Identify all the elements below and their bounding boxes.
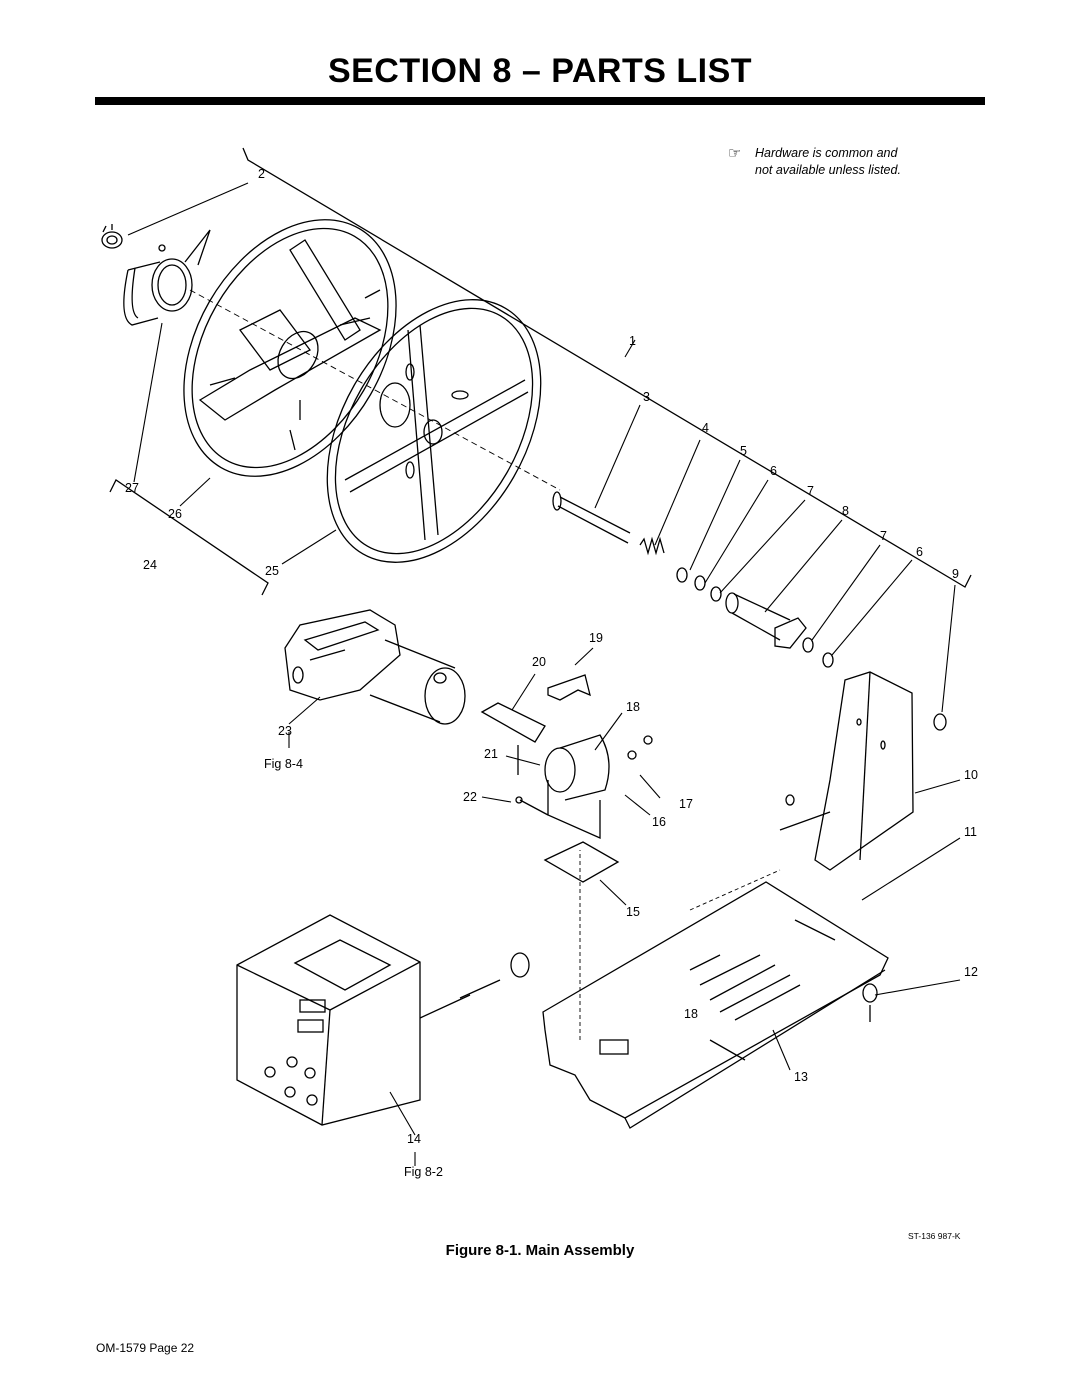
callout-7b: 7 [880, 529, 887, 543]
leader-lines [127, 182, 961, 1166]
note-line-2: not available unless listed. [755, 163, 901, 177]
figure-caption: Figure 8-1. Main Assembly [445, 1242, 635, 1259]
callout-23: 23 [278, 724, 292, 738]
callout-2: 2 [258, 167, 265, 181]
callout-15: 15 [626, 905, 640, 919]
callout-1: 1 [629, 334, 636, 348]
drawing-number: ST-136 987-K [908, 1231, 961, 1241]
section-title: SECTION 8 – PARTS LIST [327, 52, 753, 90]
callout-14: 14 [407, 1132, 421, 1146]
callout-11: 11 [964, 825, 977, 839]
callout-3: 3 [643, 390, 650, 404]
spool-flange-front [326, 299, 542, 563]
callout-6b: 6 [916, 545, 923, 559]
callout-16: 16 [652, 815, 666, 829]
base-plate [542, 850, 889, 1129]
callout-26: 26 [168, 507, 182, 521]
reel-assembly-bracket [109, 147, 972, 596]
callout-4: 4 [702, 421, 709, 435]
callout-18b: 18 [684, 1007, 698, 1021]
figure-ref-8-4: Fig 8-4 [264, 757, 303, 771]
callout-7: 7 [807, 484, 814, 498]
motor-mount-bracket [480, 674, 653, 883]
spool-flange-rear [183, 219, 397, 477]
mounting-stand [779, 671, 914, 871]
figure-ref-8-2: Fig 8-2 [404, 1165, 443, 1179]
callout-21: 21 [484, 747, 498, 761]
handle-ring-part [123, 229, 211, 326]
hub-clamp-part [101, 224, 123, 249]
callout-labels: 2 1 3 4 5 6 7 8 7 6 9 27 26 24 25 19 20 … [125, 167, 978, 1179]
callout-18: 18 [626, 700, 640, 714]
callout-19: 19 [589, 631, 603, 645]
page-footer: OM-1579 Page 22 [96, 1341, 195, 1355]
callout-17: 17 [679, 797, 693, 811]
callout-20: 20 [532, 655, 546, 669]
callout-5: 5 [740, 444, 747, 458]
callout-6: 6 [770, 464, 777, 478]
spindle-hardware [552, 491, 947, 731]
callout-24: 24 [143, 558, 157, 572]
callout-8: 8 [842, 504, 849, 518]
callout-13: 13 [794, 1070, 808, 1084]
callout-22: 22 [463, 790, 477, 804]
callout-25: 25 [265, 564, 279, 578]
note-line-1: Hardware is common and [755, 146, 898, 160]
drive-motor-part [284, 609, 466, 725]
callout-27: 27 [125, 481, 139, 495]
title-rule [95, 97, 985, 105]
pointing-hand-icon: ☞ [728, 145, 742, 162]
callout-12: 12 [964, 965, 978, 979]
callout-10: 10 [964, 768, 978, 782]
control-box-part [236, 914, 530, 1126]
callout-9: 9 [952, 567, 959, 581]
